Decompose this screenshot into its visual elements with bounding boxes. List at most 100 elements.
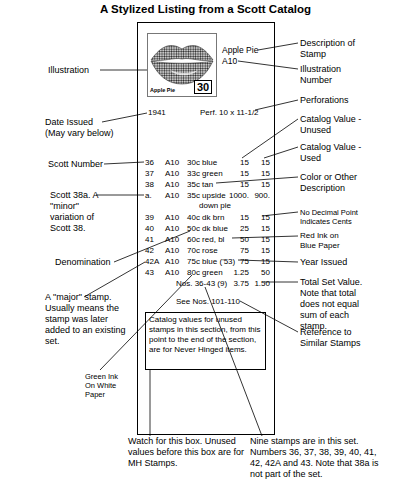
catalog-text: 70c rose — [187, 246, 218, 256]
catalog-text: 42 — [145, 246, 154, 256]
stamp-text: 30 — [194, 80, 212, 94]
catalog-text: Apple Pie — [222, 46, 258, 56]
leader-line — [84, 262, 145, 297]
catalog-text: 15 — [209, 180, 249, 190]
catalog-text: 41 — [145, 235, 154, 245]
catalog-text: 40c dk brn — [187, 213, 224, 223]
leader-line — [150, 370, 151, 436]
catalog-text: 15 — [230, 224, 270, 234]
catalog-text: 30c blue — [187, 158, 217, 168]
catalog-text: A10 — [165, 169, 179, 179]
catalog-text: 25 — [209, 224, 249, 234]
catalog-text: 50c dk blue — [187, 224, 228, 234]
catalog-text: 1000. — [209, 191, 249, 201]
annotation-label: Red Ink on Blue Paper — [300, 231, 356, 251]
leader-line — [100, 70, 147, 71]
annotation-label: Reference to Similar Stamps — [300, 327, 372, 349]
annotation-label: Illustration — [48, 65, 89, 76]
stamp-illustration: Apple Pie 30 — [147, 33, 217, 97]
catalog-text: 75 — [209, 246, 249, 256]
catalog-text: 37 — [145, 169, 154, 179]
catalog-text: 80c green — [187, 268, 223, 278]
annotation-label: Nine stamps are in this set. Numbers 36,… — [250, 436, 380, 480]
annotation-label: Scott Number — [48, 159, 103, 170]
lip-highlight — [170, 70, 198, 75]
annotation-label: Catalog Value - Used — [300, 142, 376, 164]
catalog-text: A10 — [165, 235, 179, 245]
annotation-label: Color or Other Description — [300, 172, 372, 194]
leader-line — [255, 100, 298, 110]
catalog-text: Nos. 36-43 (9) — [176, 279, 227, 289]
annotation-label: Catalog Value - Unused — [300, 114, 376, 136]
leader-line — [104, 162, 144, 164]
catalog-text: See Nos. 101-110 — [176, 297, 240, 307]
upper-lip — [151, 45, 213, 60]
catalog-text: 60c red, bl — [187, 235, 224, 245]
catalog-text: 36 — [145, 158, 154, 168]
catalog-text: A10 — [165, 268, 179, 278]
note-text: Catalog values for unused stamps in this… — [149, 315, 263, 355]
annotation-label: Illustration Number — [300, 64, 362, 86]
leader-line — [238, 61, 298, 69]
catalog-text: 15 — [230, 180, 270, 190]
catalog-text: Perf. 10 x 11-1/2 — [200, 108, 259, 118]
catalog-text: 40 — [145, 224, 154, 234]
catalog-text: 15 — [230, 235, 270, 245]
catalog-text: 15 — [209, 169, 249, 179]
catalog-text: 43 — [145, 268, 154, 278]
leader-line — [258, 43, 298, 50]
catalog-text: 15 — [230, 246, 270, 256]
annotation-label: Scott 38a. A "minor" variation of Scott … — [50, 190, 106, 234]
catalog-text: 1.50 — [230, 279, 270, 289]
catalog-text: 15 — [209, 158, 249, 168]
catalog-text: 15 — [230, 169, 270, 179]
catalog-text: 3.75 — [209, 279, 249, 289]
annotation-label: Watch for this box. Unused values before… — [128, 436, 246, 469]
catalog-text: 1941 — [148, 108, 166, 118]
catalog-text: 39 — [145, 213, 154, 223]
catalog-text: 50 — [230, 268, 270, 278]
catalog-text: 15 — [230, 158, 270, 168]
annotation-label: Total Set Value. Note that total does no… — [300, 277, 374, 332]
annotation-label: Denomination — [55, 257, 111, 268]
leader-line — [242, 119, 298, 158]
note-box: Catalog values for unused stamps in this… — [145, 312, 266, 370]
catalog-text: 15 — [230, 257, 270, 267]
annotation-label: Perforations — [300, 95, 349, 106]
leader-line — [205, 287, 262, 436]
catalog-text: 50 — [209, 235, 249, 245]
leader-line — [264, 147, 298, 158]
annotation-label: A "major" stamp. Usually means the stamp… — [45, 292, 131, 347]
catalog-text: 75c blue ('53) — [187, 257, 235, 267]
catalog-text: 75 — [209, 257, 249, 267]
leader-line — [102, 113, 147, 122]
catalog-text: A10 — [165, 180, 179, 190]
stamp-text: Apple Pie — [150, 87, 175, 94]
annotation-label: Green Ink On White Paper — [85, 372, 125, 399]
catalog-text: 900. — [230, 191, 270, 201]
annotation-label: Description of Stamp — [300, 38, 372, 60]
catalog-text: A10 — [165, 257, 179, 267]
catalog-text: 38 — [145, 180, 154, 190]
catalog-text: 42A — [145, 257, 159, 267]
catalog-text: A10 — [165, 224, 179, 234]
leader-line — [216, 177, 298, 183]
catalog-text: 15 — [230, 213, 270, 223]
title: A Stylized Listing from a Scott Catalog — [0, 2, 411, 16]
lips-illustration — [151, 45, 213, 84]
leader-lines — [84, 43, 298, 436]
annotation-label: Year Issued — [300, 257, 347, 268]
catalog-text: a. — [145, 191, 152, 201]
catalog-text: A10 — [165, 191, 179, 201]
catalog-text: 15 — [209, 213, 249, 223]
annotation-label: No Decimal Point Indicates Cents — [300, 208, 372, 226]
catalog-text: A10 — [165, 246, 179, 256]
annotation-label: Date Issued (May vary below) — [45, 117, 115, 139]
catalog-text: 1.25 — [209, 268, 249, 278]
catalog-page: Apple PieA101941Perf. 10 x 11-1/236A1030… — [137, 22, 275, 435]
catalog-text: A10 — [165, 158, 179, 168]
catalog-text: A10 — [222, 57, 237, 67]
catalog-text: A10 — [165, 213, 179, 223]
catalog-text: 35c tan — [187, 180, 213, 190]
